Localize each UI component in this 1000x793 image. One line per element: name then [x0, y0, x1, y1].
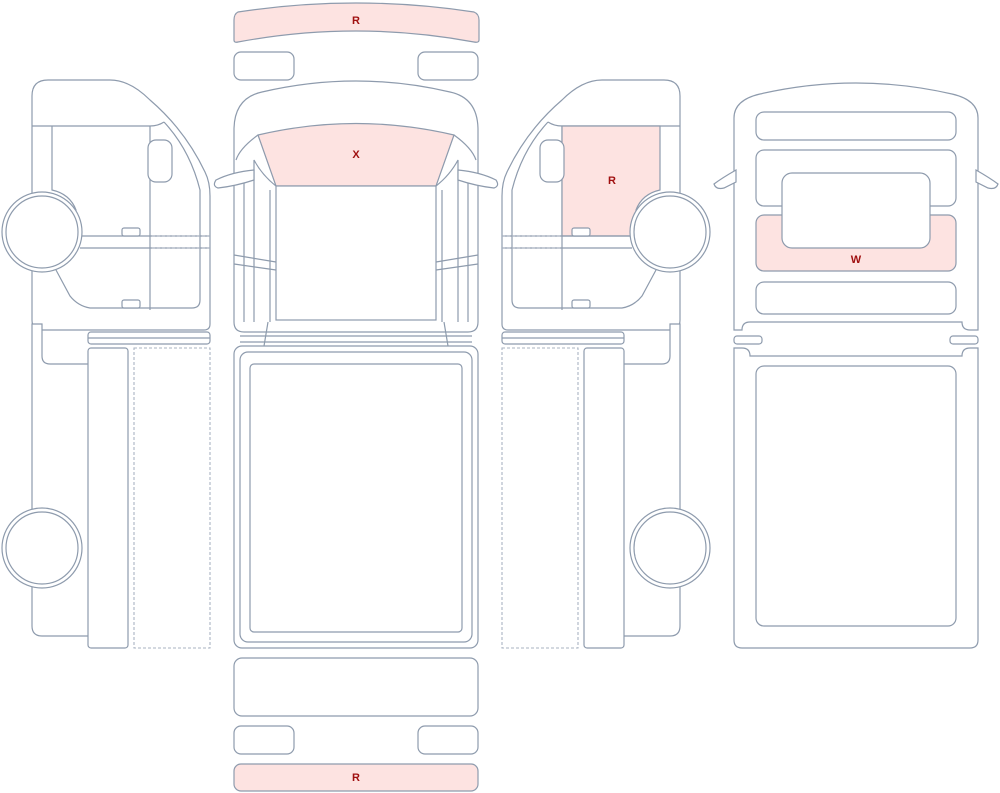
left-front-wheel[interactable] — [1, 191, 83, 273]
front-bumper-panel[interactable] — [233, 2, 480, 43]
right-headlight[interactable] — [417, 51, 479, 81]
right-side-view: R — [501, 79, 711, 649]
rear-door-panel-code: W — [851, 254, 862, 266]
rear-lower-panel[interactable] — [755, 281, 957, 315]
left-headlight[interactable] — [233, 51, 295, 81]
left-cargo-panel[interactable] — [87, 347, 129, 649]
left-mirror-side[interactable] — [147, 139, 173, 183]
rear-left-mirror[interactable] — [713, 168, 737, 190]
left-front-door[interactable] — [55, 121, 201, 309]
right-mirror-side[interactable] — [539, 139, 565, 183]
right-front-wheel[interactable] — [629, 191, 711, 273]
top-view: R X — [213, 2, 499, 792]
rear-right-mirror[interactable] — [975, 168, 999, 190]
rear-bumper-panel[interactable] — [233, 763, 479, 792]
right-rear-wheel[interactable] — [629, 507, 711, 589]
left-cargo-side — [31, 323, 91, 637]
rear-roof-panel[interactable] — [755, 111, 957, 141]
front-bumper-code: R — [352, 15, 360, 27]
right-mirror-top[interactable] — [457, 169, 499, 189]
left-taillight[interactable] — [233, 725, 295, 755]
cargo-roof[interactable] — [233, 345, 479, 649]
left-sliding-door-outline[interactable] — [133, 347, 211, 649]
left-rear-wheel[interactable] — [1, 507, 83, 589]
right-sliding-door-outline[interactable] — [501, 347, 579, 649]
windshield-code: X — [352, 149, 360, 161]
right-cargo-side — [621, 323, 681, 637]
right-cargo-panel[interactable] — [583, 347, 625, 649]
rear-bumper-code: R — [352, 772, 360, 784]
rear-window[interactable] — [781, 172, 931, 249]
rear-cargo-door[interactable] — [755, 365, 957, 627]
rear-view: W — [713, 82, 999, 649]
rear-step-panel[interactable] — [233, 657, 479, 717]
cab-roof[interactable] — [275, 185, 437, 321]
right-front-door-code: R — [608, 175, 616, 187]
left-mirror-top[interactable] — [213, 169, 255, 189]
windshield-panel[interactable] — [257, 122, 455, 187]
right-taillight[interactable] — [417, 725, 479, 755]
left-side-view — [1, 79, 211, 649]
